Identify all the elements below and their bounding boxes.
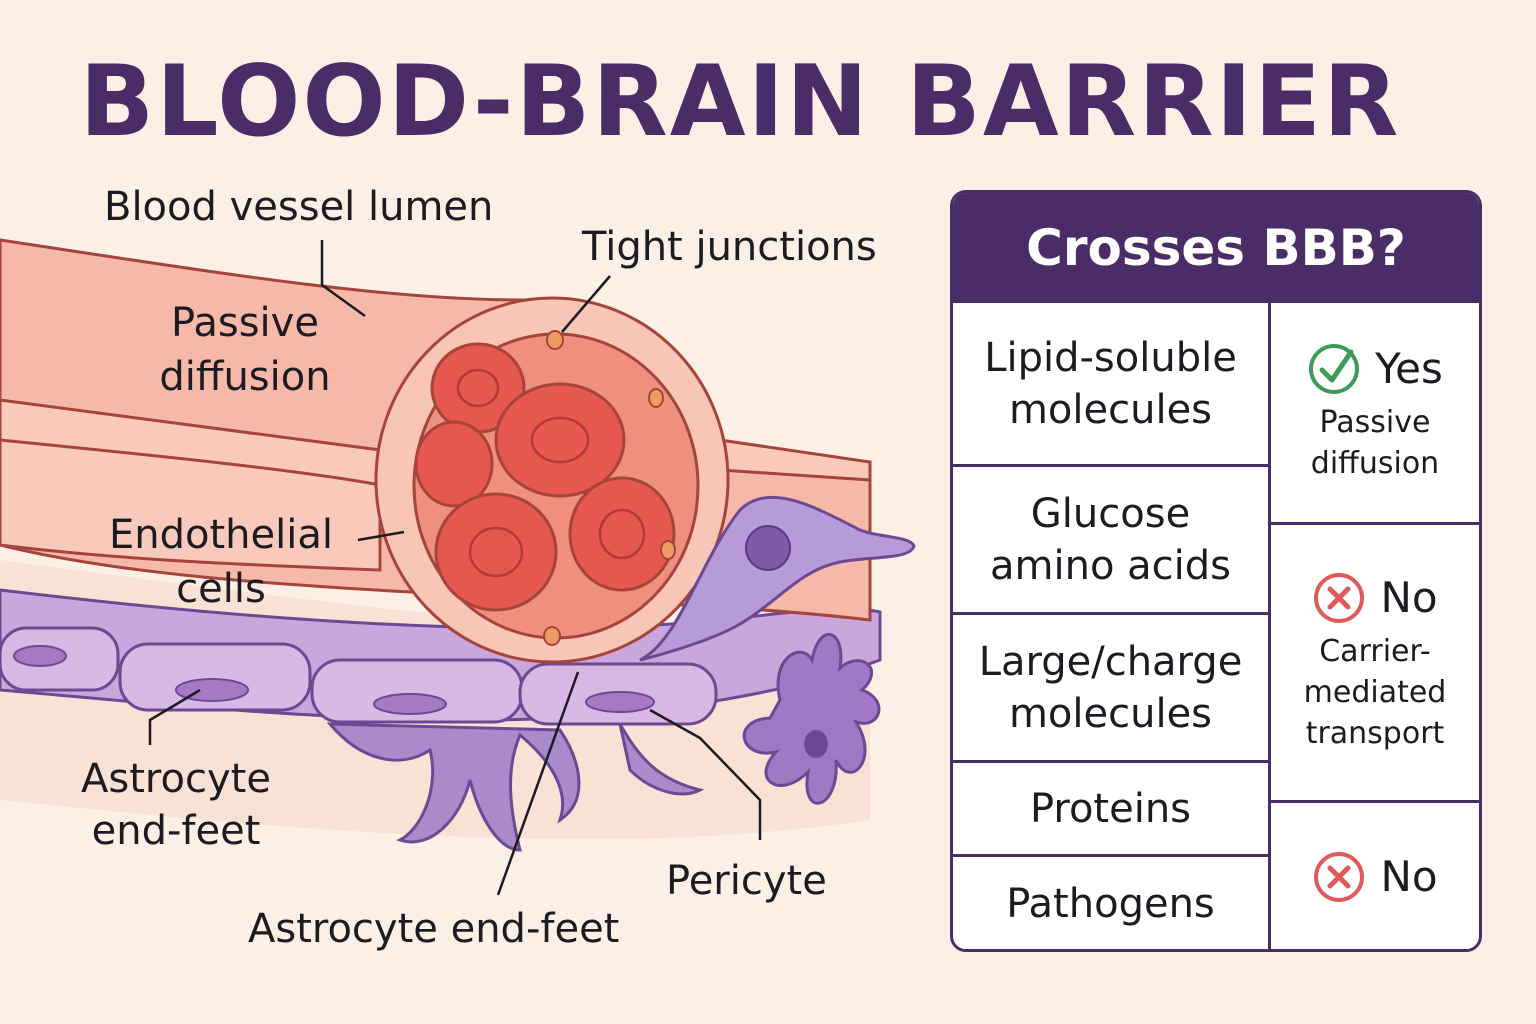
- table-header: Crosses BBB?: [953, 193, 1479, 303]
- note-line1: Passive: [1319, 404, 1431, 440]
- leader-lines: [148, 240, 762, 896]
- table-row-proteins: Proteins: [953, 763, 1271, 857]
- tight-junction-leader: [561, 275, 611, 333]
- row-label-line2: amino acids: [990, 542, 1231, 589]
- row-label-line2: molecules: [1008, 386, 1213, 433]
- table-row-lipid: Lipid-soluble molecules: [953, 303, 1271, 467]
- note-line2: diffusion: [1310, 445, 1440, 481]
- crosses-bbb-table: Crosses BBB? Lipid-soluble molecules Glu…: [950, 190, 1482, 952]
- page-title: BLOOD-BRAIN BARRIER: [79, 45, 1401, 159]
- table-row-large-charge: Large/charge molecules: [953, 615, 1271, 763]
- verdict-text: No: [1380, 852, 1438, 901]
- verdict-text: No: [1380, 573, 1438, 622]
- row-label-line1: Lipid-soluble: [984, 334, 1237, 381]
- vessel-inner-wall: [0, 398, 382, 572]
- vessel-wall-line: [0, 438, 381, 487]
- label-astrocyte-left-line1: Astrocyte: [81, 756, 271, 802]
- label-astrocyte-end-feet-bottom: Astrocyte end-feet: [248, 906, 620, 952]
- table-row-pathogens: Pathogens: [953, 857, 1271, 949]
- label-passive-line1: Passive: [171, 300, 319, 346]
- row-label-line1: Pathogens: [1006, 881, 1215, 927]
- lumen-leader: [320, 240, 366, 318]
- tight-junction-dots: [543, 330, 676, 646]
- label-blood-vessel-lumen: Blood vessel lumen: [104, 184, 494, 230]
- endothelial-leader: [357, 530, 405, 542]
- astro-left-leader: [148, 688, 201, 745]
- check-icon: [1309, 343, 1360, 394]
- result-yes-cell: Yes Passive diffusion: [1271, 303, 1479, 525]
- astrocyte-star: [742, 632, 881, 805]
- astrocyte-end-feet: [0, 626, 718, 726]
- label-endothelial-line1: Endothelial: [109, 512, 333, 558]
- pericyte-nucleus: [745, 525, 791, 571]
- result-no-cell: No: [1271, 803, 1479, 949]
- label-passive-line2: diffusion: [159, 354, 331, 400]
- row-label-line1: Large/charge: [978, 638, 1243, 685]
- cross-icon: [1314, 852, 1365, 902]
- note-line3: transport: [1305, 716, 1445, 751]
- label-endothelial-line2: cells: [176, 566, 266, 612]
- label-pericyte: Pericyte: [666, 858, 827, 904]
- red-blood-cells: [414, 342, 676, 612]
- end-feet-nuclei: [13, 645, 655, 715]
- note-line2: mediated: [1303, 675, 1447, 710]
- row-label-line1: Glucose: [1030, 490, 1191, 537]
- pericyte-cell: [639, 495, 916, 662]
- cross-icon: [1314, 573, 1365, 623]
- astrocyte-processes: [326, 722, 705, 852]
- row-label-line2: molecules: [1008, 690, 1213, 737]
- astrocyte-nucleus: [804, 730, 828, 758]
- row-label-line1: Proteins: [1029, 785, 1192, 832]
- result-no-carrier-cell: No Carrier- mediated transport: [1271, 525, 1479, 803]
- label-tight-junctions: Tight junctions: [582, 224, 877, 270]
- table-row-glucose: Glucose amino acids: [953, 467, 1271, 615]
- rbc-centers: [456, 368, 646, 578]
- label-astrocyte-left-line2: end-feet: [91, 808, 261, 854]
- astro-bottom-leader: [496, 671, 580, 896]
- pericyte-leader: [649, 708, 762, 840]
- verdict-text: Yes: [1375, 343, 1443, 393]
- note-line1: Carrier-: [1319, 634, 1431, 669]
